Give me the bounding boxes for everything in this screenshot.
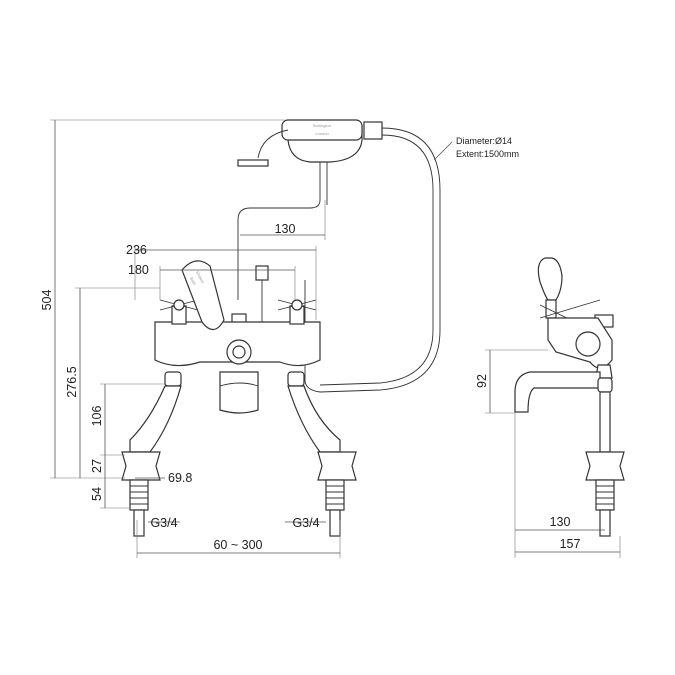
handle-text-line1: Shower xyxy=(195,270,206,285)
dim-handle-centres: 180 xyxy=(128,263,149,277)
dim-spout-drop: 92 xyxy=(475,374,489,388)
dim-handset-offset: 130 xyxy=(275,222,296,236)
dim-shank-length: 54 xyxy=(90,487,104,501)
handle-text: Shower Bath xyxy=(189,270,206,286)
dimension-lines xyxy=(50,119,621,558)
dim-outer-width: 236 xyxy=(126,243,147,257)
right-cross-handle xyxy=(277,299,317,325)
dim-collar-diameter: 69.8 xyxy=(168,471,192,485)
logo-brand: Burlington xyxy=(313,123,331,128)
dim-leg-height: 106 xyxy=(90,406,104,427)
dim-spout-height: 276.5 xyxy=(65,366,79,397)
dim-thread-left: G3/4 xyxy=(150,516,177,530)
dim-thread-right: G3/4 xyxy=(292,516,319,530)
hose-diameter-note: Diameter:Ø14 xyxy=(456,136,512,146)
dim-inlet-centres: 60 ~ 300 xyxy=(213,538,262,552)
hose-extent-note: Extent:1500mm xyxy=(456,149,519,159)
dim-overall-height: 504 xyxy=(40,290,54,311)
left-cross-handle xyxy=(159,299,199,325)
dim-overall-depth: 157 xyxy=(560,537,581,551)
side-view-tap xyxy=(514,257,625,537)
dim-spout-projection: 130 xyxy=(550,515,571,529)
dim-shank-collar: 27 xyxy=(90,459,104,473)
handle-text-line2: Bath xyxy=(189,276,197,286)
front-view-tap: Burlington London Shower Bath xyxy=(121,119,441,537)
logo-city: London xyxy=(315,131,328,136)
